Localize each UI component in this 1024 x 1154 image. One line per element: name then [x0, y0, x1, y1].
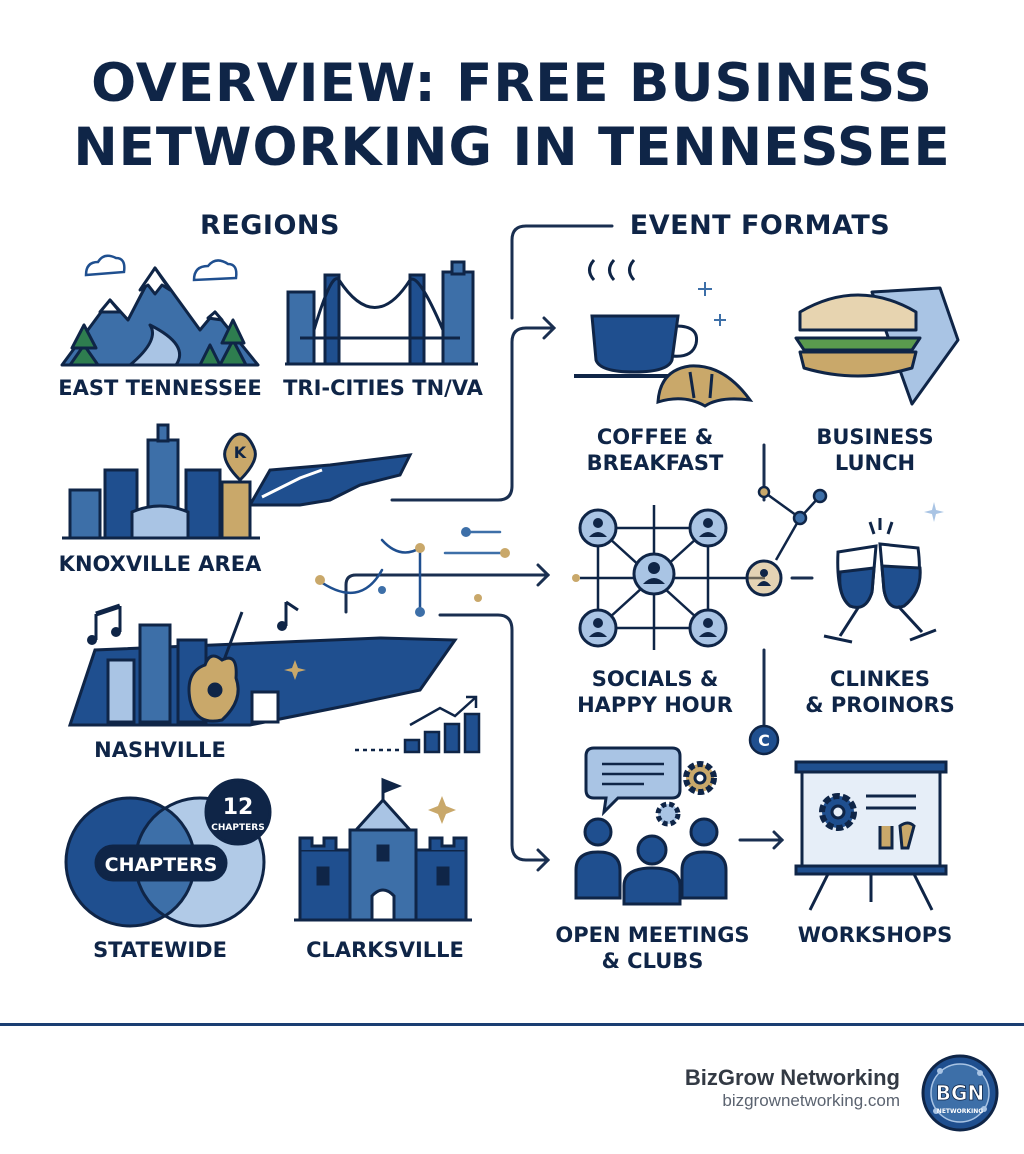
chapters-badge-word: CHAPTERS [211, 823, 264, 833]
chapters-count: 12 [223, 795, 254, 820]
region-tri-cities: TRI-CITIES TN/VA [283, 376, 483, 400]
region-clarksville: CLARKSVILLE [306, 938, 464, 962]
bgn-logo: BGN NETWORKING [921, 1054, 999, 1132]
champagne-glasses-icon [823, 518, 937, 644]
connector-nodes [748, 485, 828, 756]
format-socials-happy-hour: SOCIALS & HAPPY HOUR [577, 667, 733, 717]
castle-icon [294, 777, 472, 922]
infographic-artwork: K CHAPTERS 12 CHAPTERS [60, 224, 960, 928]
sparkle-icon [428, 796, 456, 824]
meeting-icon [574, 746, 728, 906]
sparkle-icon [924, 502, 944, 522]
sparkle-icon [698, 282, 726, 326]
page-title: OVERVIEW: FREE BUSINESS NETWORKING IN TE… [0, 52, 1024, 180]
region-statewide: STATEWIDE [93, 938, 227, 962]
music-note-icon [87, 600, 299, 645]
footer-divider [0, 1023, 1024, 1026]
nashville-icon [67, 611, 458, 727]
mountains-icon [60, 266, 260, 367]
region-knoxville: KNOXVILLE AREA [58, 552, 262, 576]
event-formats-heading: EVENT FORMATS [629, 210, 891, 241]
growth-chart-icon [355, 695, 481, 754]
region-east-tennessee: EAST TENNESSEE [58, 376, 262, 400]
node-letter: C [758, 731, 770, 750]
format-business-lunch: BUSINESS LUNCH [816, 425, 934, 475]
knoxville-pin-letter: K [234, 443, 247, 462]
coffee-cup-icon [574, 258, 754, 408]
format-open-meetings-clubs: OPEN MEETINGS & CLUBS [555, 923, 750, 973]
logo-subtext: NETWORKING [937, 1108, 983, 1115]
brand-url[interactable]: bizgrownetworking.com [722, 1091, 900, 1110]
title-line-2: NETWORKING IN TENNESSEE [73, 117, 951, 178]
cloud-icon [84, 254, 238, 282]
knoxville-skyline-icon [62, 423, 413, 540]
sandwich-icon [794, 286, 960, 406]
format-coffee-breakfast: COFFEE & BREAKFAST [586, 425, 724, 475]
regions-heading: REGIONS [200, 210, 340, 241]
presentation-board-icon [794, 760, 948, 911]
title-line-1: OVERVIEW: FREE BUSINESS [91, 53, 933, 114]
signal-decor [315, 527, 510, 617]
brand-name: BizGrow Networking [684, 1065, 900, 1090]
format-clinkes-proinors: CLINKES & PROINORS [805, 667, 955, 717]
format-workshops: WORKSHOPS [797, 923, 953, 947]
region-nashville: NASHVILLE [94, 738, 226, 762]
chapters-pill-text: CHAPTERS [105, 854, 218, 876]
venn-diagram-icon [64, 778, 272, 928]
bridge-icon [285, 260, 478, 366]
sparkle-icon [284, 660, 306, 680]
logo-text: BGN [936, 1081, 984, 1105]
person-glyphs [572, 518, 771, 637]
